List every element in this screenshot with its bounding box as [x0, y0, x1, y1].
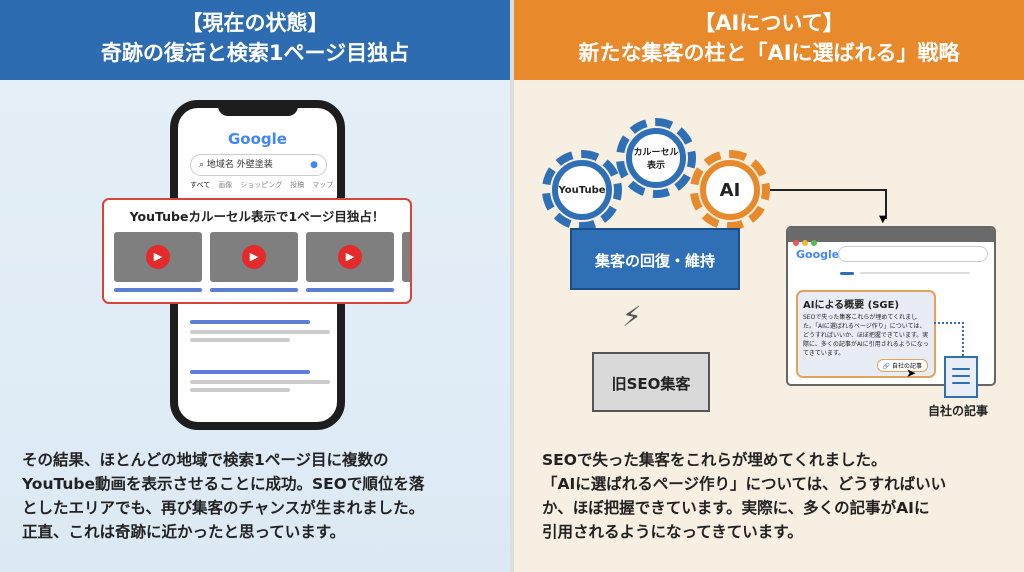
recovery-box-label: 集客の回復・維持 — [594, 252, 715, 270]
right-header-label: 【AIについて】 — [694, 11, 844, 35]
body-line: 引用されるようになってきています。 — [542, 523, 803, 541]
cursor-icon: ➤ — [906, 366, 917, 380]
youtube-gear: YouTube — [552, 160, 612, 220]
play-icon: ▶ — [242, 245, 266, 269]
arrow-line — [770, 189, 886, 191]
video-thumbnail: ▶ — [210, 232, 298, 282]
google-logo: Google — [178, 130, 337, 148]
arrow-line — [885, 189, 887, 219]
old-seo-box: 旧SEO集客 — [592, 352, 710, 412]
current-state-panel: 【現在の状態】 奇跡の復活と検索1ページ目独占 Google ⌕ 地域名 外壁塗… — [0, 0, 510, 572]
video-title-line — [306, 288, 394, 292]
browser-titlebar — [788, 228, 994, 246]
mic-icon: ● — [310, 160, 318, 170]
callout-title: YouTubeカルーセル表示で1ページ目独占！ — [129, 209, 385, 224]
tab-posts: 投稿 — [290, 181, 305, 189]
search-tabs: すべて画像ショッピング投稿マップ — [190, 181, 337, 190]
result-line — [190, 380, 330, 384]
browser-window: Google AIによる概要 (SGE) SEOで失った集客これらが埋めてくれま… — [786, 226, 996, 386]
left-header: 【現在の状態】 奇跡の復活と検索1ページ目独占 — [0, 0, 510, 80]
right-header-title: 新たな集客の柱と「AIに選ばれる」戦略 — [578, 41, 960, 65]
arrow-down-icon: ▼ — [879, 214, 887, 225]
ai-gear: AI — [700, 160, 760, 220]
gear-icon — [542, 150, 622, 230]
dotted-arrow — [934, 322, 964, 356]
result-line — [190, 330, 330, 334]
carousel-gear-label: カルーセル表示 — [633, 148, 679, 171]
body-line: SEOで失った集客をこれらが埋めてくれました。 — [542, 451, 887, 469]
left-header-label: 【現在の状態】 — [181, 11, 329, 35]
ai-overview-box: AIによる概要 (SGE) SEOで失った集客これらが埋めてくれました。「AIに… — [796, 290, 936, 378]
video-thumbnail: ▶ — [306, 232, 394, 282]
tab-images: 画像 — [218, 181, 233, 189]
tab-indicator — [840, 272, 854, 275]
own-article-link[interactable]: 🔗 自社の記事 — [876, 359, 928, 372]
recovery-box: 集客の回復・維持 — [570, 228, 740, 290]
google-logo-text: Google — [228, 130, 287, 148]
tab-shopping: ショッピング — [240, 181, 283, 189]
video-thumbnail: ▶ — [114, 232, 202, 282]
result-line — [190, 320, 310, 324]
video-thumbnail — [402, 232, 410, 282]
play-icon: ▶ — [338, 245, 362, 269]
body-line: か、ほぼ把握できています。実際に、多くの記事がAIに — [542, 499, 930, 517]
body-line: 「AIに選ばれるページ作り」については、どうすればいい — [542, 475, 947, 493]
carousel-gear: カルーセル表示 — [626, 128, 686, 188]
video-title-line — [210, 288, 298, 292]
youtube-carousel-callout: YouTubeカルーセル表示で1ページ目独占！ ▶ ▶ ▶ — [102, 198, 412, 304]
search-bar: ⌕ 地域名 外壁塗装● — [190, 154, 327, 176]
body-line: その結果、ほとんどの地域で検索1ページ目に複数の — [22, 451, 389, 469]
left-header-title: 奇跡の復活と検索1ページ目独占 — [100, 41, 410, 65]
ai-overview-title: AIによる概要 (SGE) — [803, 300, 900, 311]
tab-maps: マップ — [312, 181, 334, 189]
tab-line — [860, 272, 970, 274]
tab-all: すべて — [190, 181, 211, 189]
video-title-line — [114, 288, 202, 292]
own-article-link-label: 自社の記事 — [891, 363, 922, 370]
body-line: YouTube動画を表示させることに成功。SEOで順位を落 — [22, 475, 425, 493]
result-line — [190, 338, 290, 342]
old-seo-label: 旧SEO集客 — [611, 375, 691, 393]
right-header: 【AIについて】 新たな集客の柱と「AIに選ばれる」戦略 — [514, 0, 1024, 80]
ai-overview-text: SEOで失った集客これらが埋めてくれました。「AIに選ばれるページ作り」について… — [803, 314, 929, 357]
document-icon — [944, 356, 978, 398]
body-line: 正直、これは奇跡に近かったと思っています。 — [22, 523, 346, 541]
gear-icon — [616, 118, 696, 198]
google-logo: Google — [796, 248, 840, 261]
body-line: としたエリアでも、再び集客のチャンスが生まれました。 — [22, 499, 425, 517]
broken-pieces-icon: ⚡ — [622, 300, 642, 333]
browser-search-bar — [838, 246, 988, 262]
gear-icon — [690, 150, 770, 230]
result-line — [190, 370, 310, 374]
play-icon: ▶ — [146, 245, 170, 269]
search-query: 地域名 外壁塗装 — [206, 160, 273, 170]
result-line — [190, 388, 290, 392]
left-body-text: その結果、ほとんどの地域で検索1ページ目に複数の YouTube動画を表示させる… — [22, 448, 496, 544]
phone-notch — [218, 108, 298, 116]
youtube-gear-label: YouTube — [558, 184, 606, 196]
ai-gear-label: AI — [719, 179, 741, 201]
own-article-label: 自社の記事 — [928, 404, 989, 418]
right-body-text: SEOで失った集客をこれらが埋めてくれました。 「AIに選ばれるページ作り」につ… — [542, 448, 1010, 544]
